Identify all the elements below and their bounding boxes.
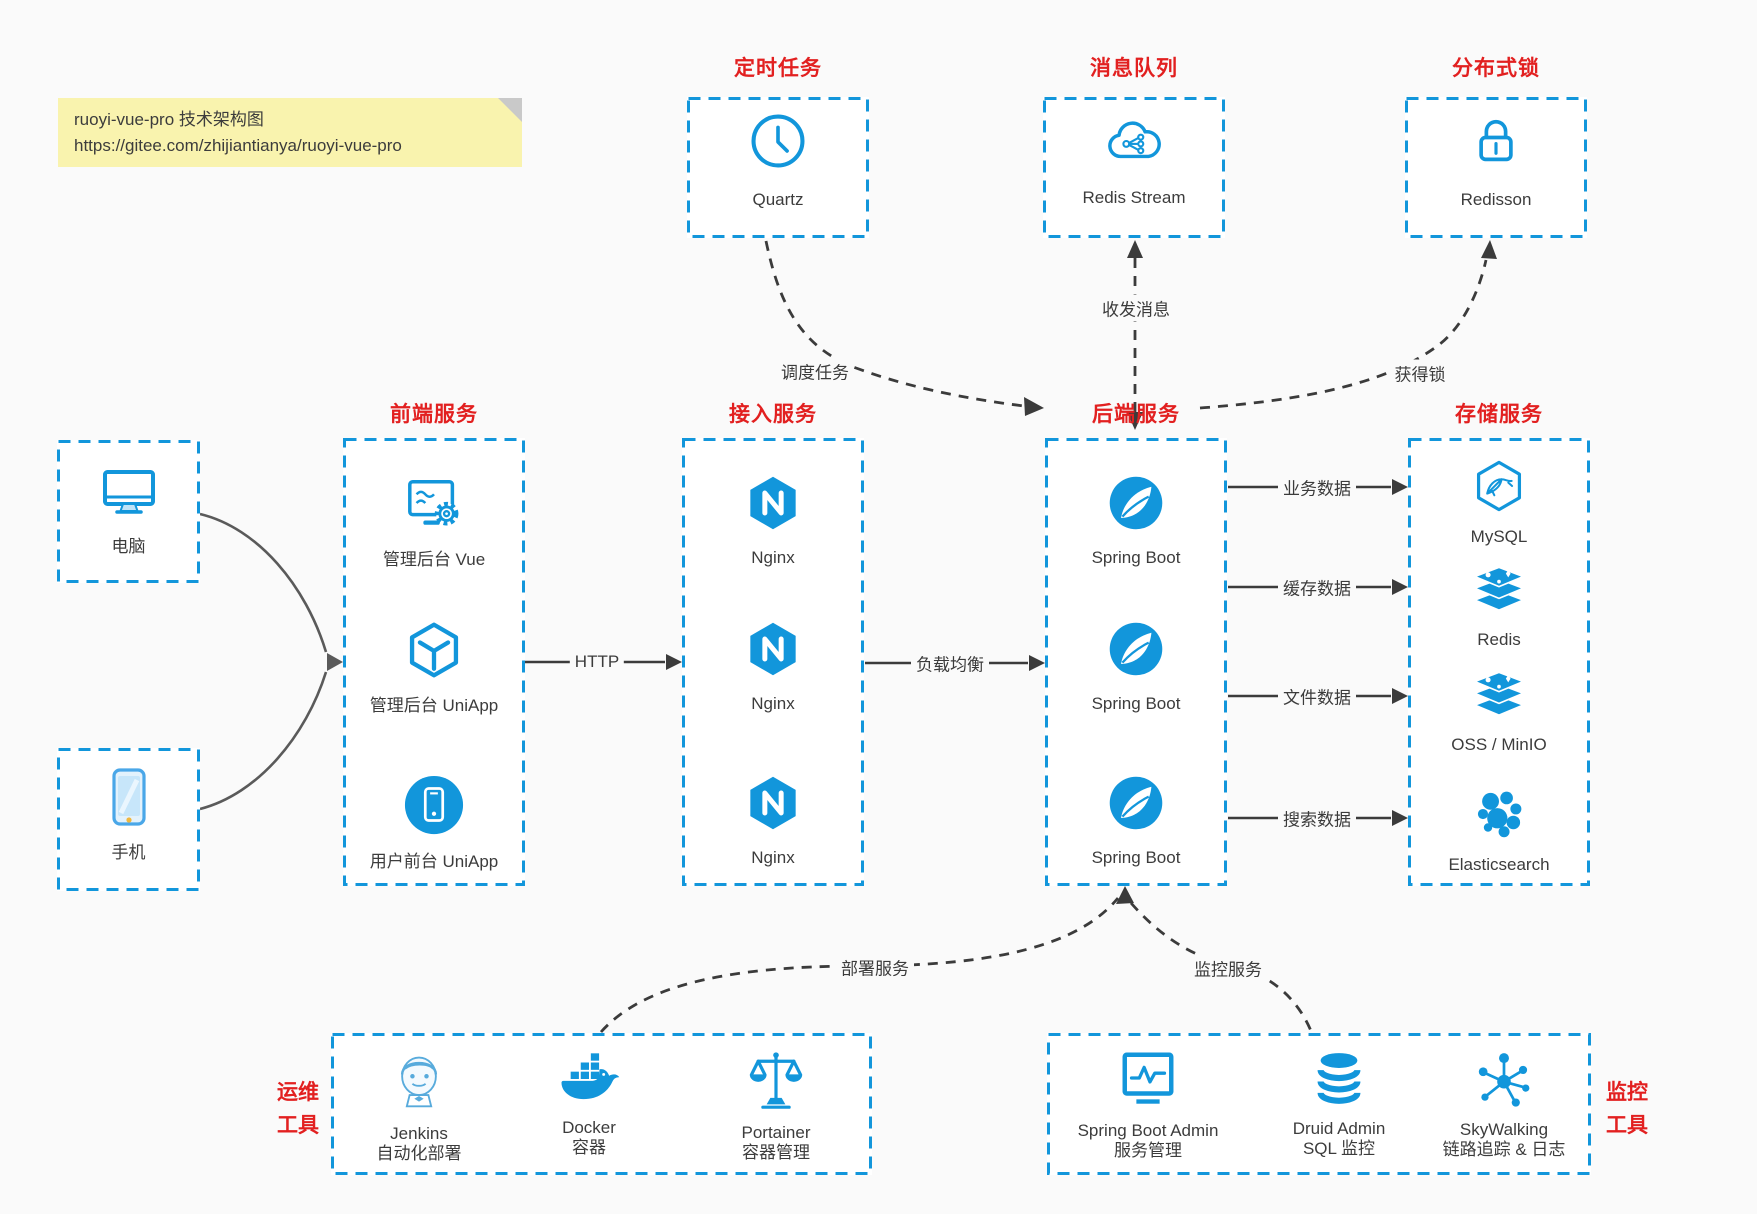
node-desc: SQL 监控 — [1302, 1139, 1376, 1158]
elasticsearch-icon — [1472, 787, 1526, 846]
access-services-box[interactable]: Nginx Nginx Nginx — [682, 438, 864, 886]
node-label: 手机 — [111, 843, 146, 862]
node-label: 电脑 — [111, 537, 146, 556]
node-label: Druid Admin — [1292, 1119, 1386, 1138]
node-label: Spring Boot — [1091, 694, 1181, 713]
edge-monitor-service — [1129, 902, 1313, 1032]
redis-stream-node[interactable]: Redis Stream — [1043, 97, 1225, 238]
node-label: Nginx — [751, 548, 795, 567]
druid-database-icon — [1311, 1048, 1367, 1113]
group-title-message-queue: 消息队列 — [1090, 57, 1178, 80]
docker-icon — [556, 1051, 622, 1112]
edge-label-schedule-task: 调度任务 — [776, 357, 854, 385]
node-desc: 服务管理 — [1114, 1141, 1182, 1160]
edge-label-acquire-lock: 获得锁 — [1389, 359, 1451, 387]
group-title-frontend: 前端服务 — [390, 403, 478, 426]
oss-minio-stack-icon — [1472, 669, 1526, 726]
redis-stack-icon — [1472, 564, 1526, 621]
user-app-icon — [403, 774, 465, 841]
frontend-services-box[interactable]: 管理后台 Vue 管理后台 UniApp 用户前台 UniApp — [343, 438, 525, 886]
skywalking-icon — [1475, 1049, 1533, 1114]
node-label: 用户前台 UniApp — [369, 852, 499, 871]
edge-desktop-to-frontend — [199, 512, 328, 653]
clock-icon — [749, 112, 807, 175]
node-label: Redis Stream — [1082, 188, 1186, 207]
edge-label-deploy-service: 部署服务 — [836, 953, 914, 981]
group-title-backend: 后端服务 — [1092, 403, 1180, 426]
lock-icon — [1468, 112, 1524, 175]
node-desc: 链路追踪 & 日志 — [1442, 1140, 1566, 1159]
node-label: SkyWalking — [1459, 1120, 1549, 1139]
node-label: Redisson — [1460, 190, 1532, 209]
group-title-monitoring-tools: 监控 工具 — [1606, 1081, 1648, 1137]
monitoring-tools-box[interactable]: Spring Boot Admin 服务管理 Druid Admin SQL 监… — [1047, 1033, 1591, 1175]
ops-tools-box[interactable]: Jenkins 自动化部署 Docker 容器 — [331, 1033, 872, 1175]
edge-label-cache-data: 缓存数据 — [1278, 573, 1356, 601]
phone-client-node[interactable]: 手机 — [57, 748, 200, 891]
spring-boot-icon — [1107, 620, 1165, 683]
node-label: Quartz — [752, 190, 804, 209]
storage-services-box[interactable]: MySQL Redis — [1408, 438, 1590, 886]
sticky-note[interactable]: ruoyi-vue-pro 技术架构图 https://gitee.com/zh… — [58, 98, 522, 167]
edge-label-send-receive-message: 收发消息 — [1097, 294, 1175, 322]
note-fold-corner — [498, 98, 522, 122]
mysql-icon — [1472, 459, 1526, 518]
edge-schedule-task — [764, 240, 1025, 408]
uniapp-cube-icon — [404, 620, 464, 685]
group-title-access: 接入服务 — [729, 403, 817, 426]
edge-label-business-data: 业务数据 — [1278, 473, 1356, 501]
node-label: 管理后台 UniApp — [369, 696, 499, 715]
node-label: OSS / MinIO — [1451, 735, 1547, 754]
note-title: ruoyi-vue-pro 技术架构图 — [74, 110, 264, 129]
node-label: MySQL — [1470, 527, 1528, 546]
edge-acquire-lock — [1199, 259, 1488, 410]
backend-services-box[interactable]: Spring Boot Spring Boot Spring Boot — [1045, 438, 1227, 886]
note-link[interactable]: https://gitee.com/zhijiantianya/ruoyi-vu… — [74, 136, 402, 155]
nginx-icon — [744, 620, 802, 683]
edge-label-load-balancing: 负载均衡 — [911, 649, 989, 677]
group-title-scheduled-task: 定时任务 — [734, 57, 822, 80]
redisson-node[interactable]: Redisson — [1405, 97, 1587, 238]
node-label: Redis — [1477, 630, 1521, 649]
node-label: Docker — [562, 1118, 616, 1137]
edge-phone-to-frontend — [199, 671, 328, 811]
cloud-stream-icon — [1103, 114, 1165, 173]
quartz-node[interactable]: Quartz — [687, 97, 869, 238]
node-label: Jenkins — [390, 1124, 448, 1143]
nginx-icon — [744, 474, 802, 537]
spring-boot-icon — [1107, 774, 1165, 837]
group-title-storage: 存储服务 — [1455, 403, 1543, 426]
node-label: Nginx — [751, 848, 795, 867]
group-title-distributed-lock: 分布式锁 — [1452, 57, 1540, 80]
nginx-icon — [744, 774, 802, 837]
node-label: Spring Boot — [1091, 848, 1181, 867]
admin-vue-icon — [403, 474, 465, 539]
edge-label-search-data: 搜索数据 — [1278, 804, 1356, 832]
portainer-scales-icon — [746, 1048, 806, 1117]
node-label: 管理后台 Vue — [382, 550, 486, 569]
edge-label-http: HTTP — [569, 651, 625, 673]
phone-icon — [101, 766, 157, 835]
node-desc: 容器管理 — [742, 1143, 810, 1162]
node-label: Elasticsearch — [1448, 855, 1550, 874]
group-title-ops-tools: 运维 工具 — [277, 1081, 319, 1137]
node-label: Nginx — [751, 694, 795, 713]
desktop-client-node[interactable]: 电脑 — [57, 440, 200, 583]
node-label: Spring Boot Admin — [1077, 1121, 1219, 1140]
arrowhead-frontend — [327, 653, 343, 671]
node-label: Portainer — [741, 1123, 811, 1142]
edge-label-file-data: 文件数据 — [1278, 682, 1356, 710]
spring-boot-icon — [1107, 474, 1165, 537]
spring-boot-admin-icon — [1117, 1048, 1179, 1115]
edge-label-monitor-service: 监控服务 — [1189, 954, 1267, 982]
jenkins-icon — [389, 1047, 449, 1118]
node-desc: 自动化部署 — [376, 1144, 462, 1163]
desktop-icon — [97, 460, 161, 529]
node-label: Spring Boot — [1091, 548, 1181, 567]
node-desc: 容器 — [572, 1138, 606, 1157]
